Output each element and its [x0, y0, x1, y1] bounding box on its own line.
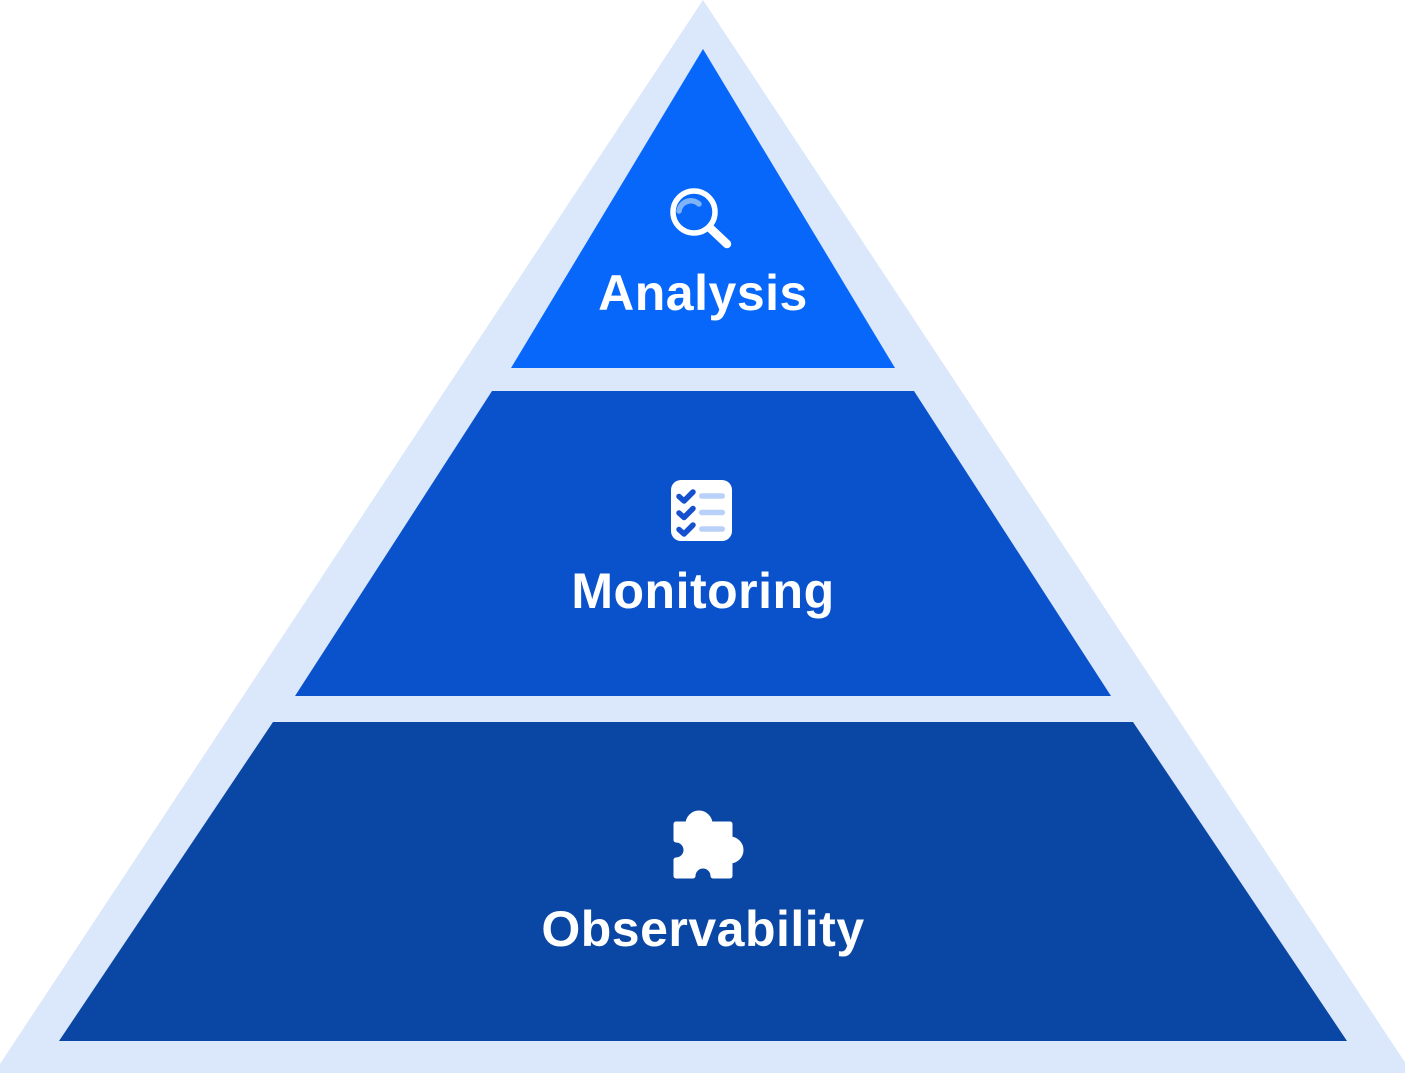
checklist-check-1 — [676, 489, 696, 504]
tier-monitoring-shape — [295, 391, 1111, 696]
puzzle-piece-icon — [673, 810, 744, 879]
checklist-icon — [671, 480, 732, 541]
magnifier-handle — [705, 223, 732, 249]
tier-monitoring-label: Monitoring — [571, 563, 834, 619]
tier-observability-shape — [59, 722, 1347, 1041]
puzzle-piece-shape — [673, 810, 744, 879]
checklist-check-3 — [676, 522, 696, 537]
magnifier-lens — [670, 188, 718, 236]
magnifier-highlight — [676, 198, 702, 214]
tier-analysis: Analysis — [511, 49, 895, 368]
tier-monitoring: Monitoring — [295, 391, 1111, 696]
checklist-check-2 — [676, 505, 696, 521]
magnifying-glass-icon — [670, 188, 732, 249]
tier-observability: Observability — [59, 722, 1347, 1041]
checklist-line-1 — [699, 493, 725, 499]
checklist-line-3 — [699, 526, 725, 532]
tier-observability-label: Observability — [541, 901, 864, 957]
checklist-line-2 — [699, 509, 725, 516]
tier-analysis-shape — [511, 49, 895, 368]
tier-analysis-label: Analysis — [598, 265, 808, 321]
